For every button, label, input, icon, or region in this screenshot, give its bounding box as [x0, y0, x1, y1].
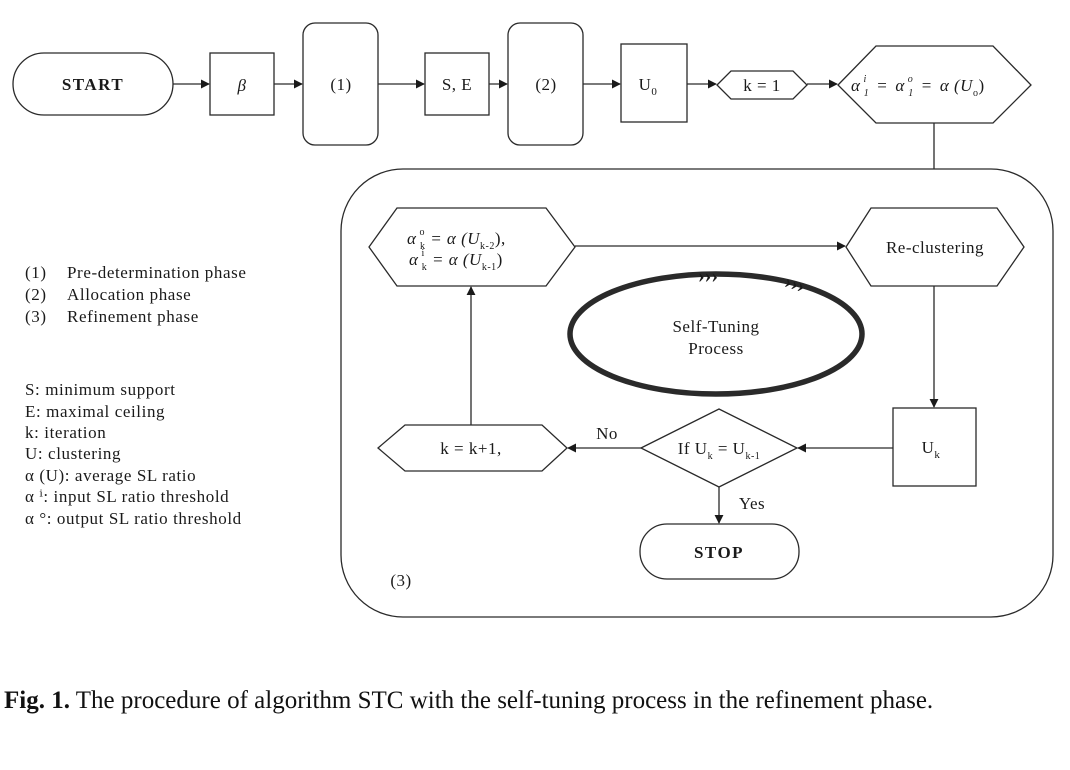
- caption-label: Fig. 1.: [4, 687, 70, 714]
- legend-phase-text: Refinement phase: [67, 307, 199, 326]
- legend-symbol: α °: output SL ratio threshold: [25, 509, 242, 528]
- reclustering-label: Re-clustering: [886, 238, 984, 257]
- refinement-label: (3): [390, 571, 411, 590]
- legend-symbols: S: minimum support E: maximal ceiling k:…: [25, 380, 242, 528]
- legend-symbol: S: minimum support: [25, 380, 176, 399]
- caption-text: The procedure of algorithm STC with the …: [69, 687, 934, 714]
- decision-diamond: [639, 408, 799, 488]
- start-label: START: [62, 75, 124, 94]
- no-label: No: [596, 424, 618, 443]
- legend-phase-num: (2): [25, 285, 47, 304]
- legend-symbol: U: clustering: [25, 444, 121, 463]
- k-init-label: k = 1: [743, 76, 781, 95]
- legend-phase-num: (1): [25, 263, 47, 282]
- legend-phases: (1) Pre-determination phase (2) Allocati…: [25, 263, 247, 326]
- stop-label: STOP: [694, 543, 744, 562]
- uk-label: Uk: [922, 438, 941, 461]
- alpha-init-hexagon: [837, 45, 1032, 124]
- beta-box: [209, 52, 275, 116]
- uk-box: [892, 407, 977, 487]
- stop-terminal: [639, 523, 800, 580]
- legend-symbol: α ⁱ: input SL ratio threshold: [25, 487, 229, 506]
- yes-label: Yes: [739, 494, 765, 513]
- alpha-update-hexagon: [368, 207, 576, 287]
- k-increment-label: k = k+1,: [440, 439, 501, 458]
- legend-phase-text: Allocation phase: [67, 285, 191, 304]
- phase1-label: (1): [330, 75, 351, 94]
- self-tuning-line2: Process: [688, 339, 743, 358]
- self-tuning-line1: Self-Tuning: [672, 317, 759, 336]
- se-label: S, E: [442, 75, 472, 94]
- legend-phase-text: Pre-determination phase: [67, 263, 247, 282]
- beta-label: β: [237, 76, 247, 95]
- phase2-label: (2): [535, 75, 556, 94]
- legend-symbol: α (U): average SL ratio: [25, 466, 196, 485]
- legend-phase-num: (3): [25, 307, 47, 326]
- decision-label: If Uk = Uk-1: [678, 439, 761, 462]
- u0-box: [620, 43, 688, 123]
- self-tuning-cycle: [567, 271, 865, 397]
- reclustering-hexagon: [845, 207, 1025, 287]
- figure-caption: Fig. 1. The procedure of algorithm STC w…: [4, 684, 1066, 718]
- legend-symbol: k: iteration: [25, 423, 106, 442]
- k-init-hexagon: [716, 70, 808, 100]
- cycle-arrow-top-icon: ›››: [698, 265, 718, 287]
- legend-symbol: E: maximal ceiling: [25, 402, 165, 421]
- k-increment-hexagon: [376, 424, 568, 472]
- u0-label: U0: [639, 75, 658, 98]
